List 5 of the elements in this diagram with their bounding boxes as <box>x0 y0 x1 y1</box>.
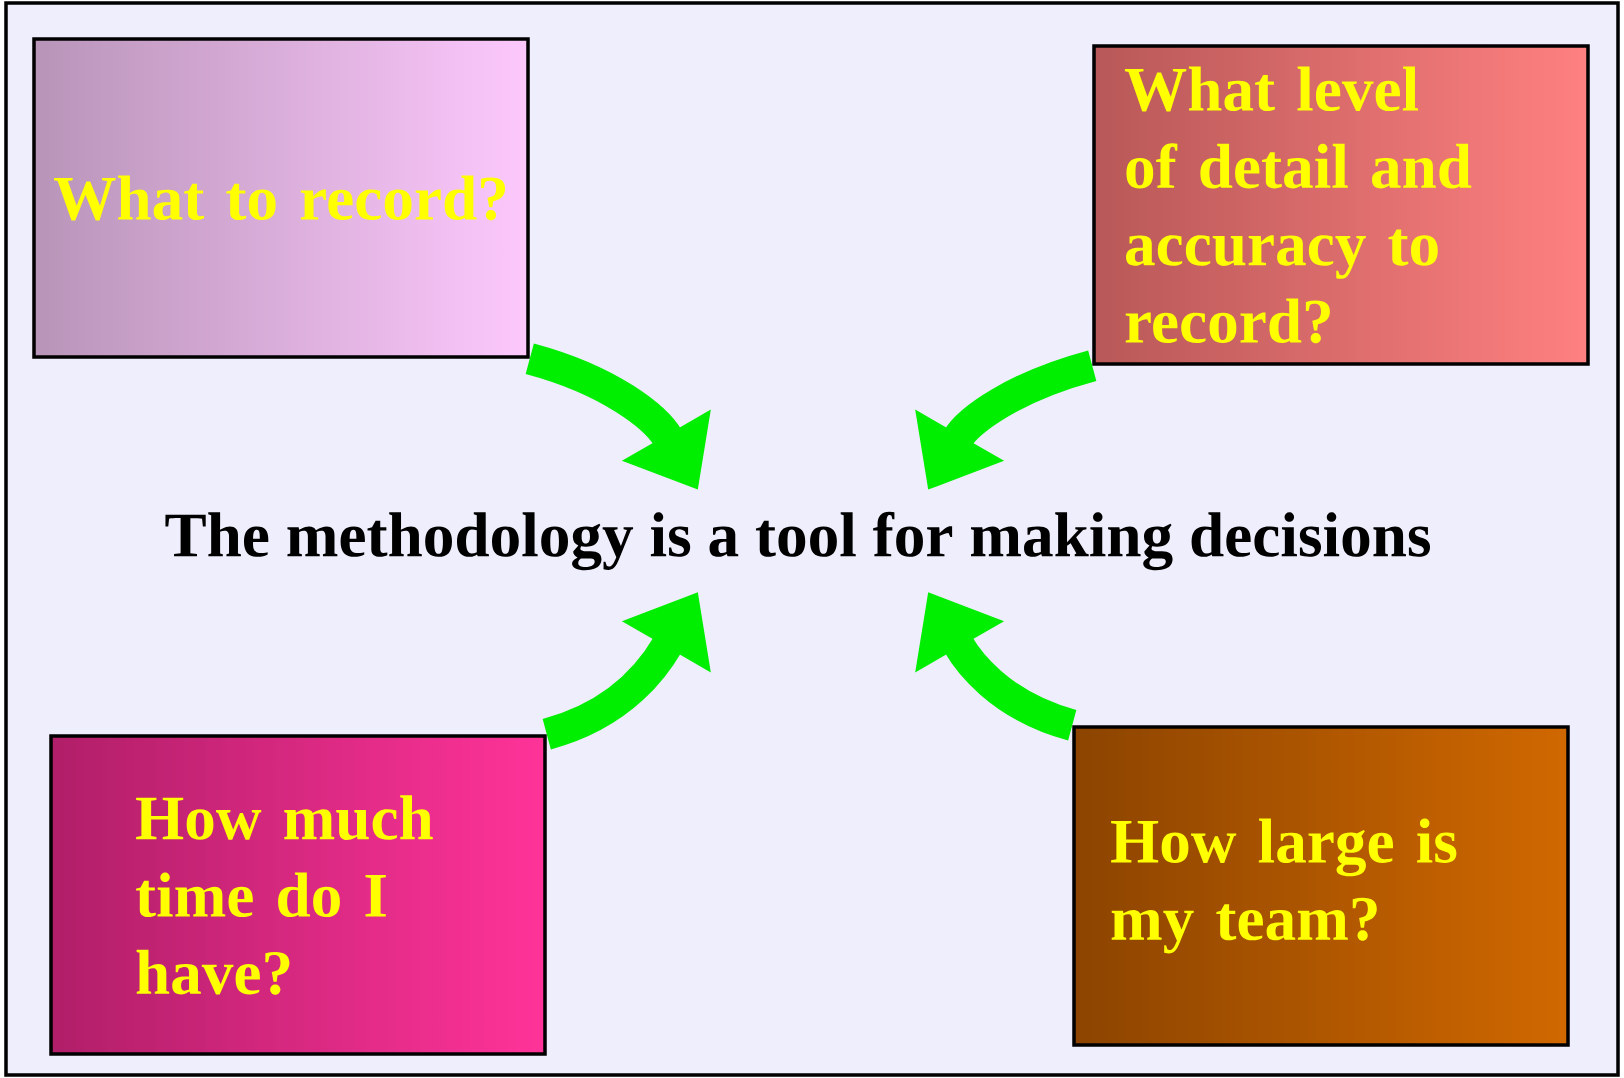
question-box: How large is my team? <box>1072 725 1570 1047</box>
question-box: What level of detail and accuracy to record? <box>1092 44 1590 366</box>
statement-text: The methodology is a tool for making decisions <box>165 511 1431 571</box>
question-box: What to record? <box>32 37 530 359</box>
question-box: How much time do I have? <box>49 734 547 1056</box>
